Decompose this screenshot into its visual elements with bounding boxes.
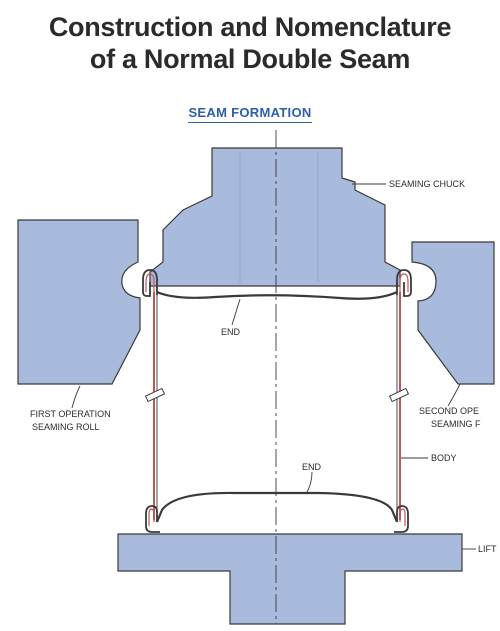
seam-curl-top-right — [396, 269, 412, 297]
seam-formation-heading: SEAM FORMATION — [188, 105, 312, 123]
page-title-line2: of a Normal Double Seam — [89, 44, 411, 74]
seam-curl-top-left — [142, 269, 158, 297]
can-end-top — [156, 290, 398, 300]
label-end-top: END — [221, 327, 241, 337]
page-title-line1: Construction and Nomenclature — [48, 12, 452, 42]
second-operation-seaming-roll — [411, 241, 495, 385]
can-end-bottom — [155, 491, 399, 523]
seaming-chuck — [149, 147, 401, 287]
label-first-operation-line1: FIRST OPERATION — [30, 409, 111, 419]
label-seaming-chuck: SEAMING CHUCK — [389, 179, 465, 189]
lift — [117, 533, 463, 625]
label-end-bottom: END — [302, 462, 322, 472]
first-operation-seaming-roll — [17, 219, 141, 385]
label-first-operation-line2: SEAMING ROLL — [32, 422, 100, 432]
label-lift: LIFT — [478, 544, 497, 554]
seam-curl-bottom-left — [145, 505, 160, 533]
break-mark-right — [388, 387, 410, 403]
leader-end-top — [231, 298, 241, 326]
label-second-operation-line2: SEAMING F — [431, 419, 481, 429]
leader-end-bottom — [305, 471, 313, 495]
diagram-subtitle: SEAM FORMATION — [0, 104, 500, 123]
leader-second-operation — [447, 383, 461, 407]
seam-curl-bottom-right — [394, 505, 409, 533]
label-body: BODY — [431, 453, 457, 463]
label-second-operation-line1: SECOND OPE — [419, 406, 479, 416]
leader-first-operation — [71, 385, 81, 409]
break-mark-left — [144, 387, 166, 403]
